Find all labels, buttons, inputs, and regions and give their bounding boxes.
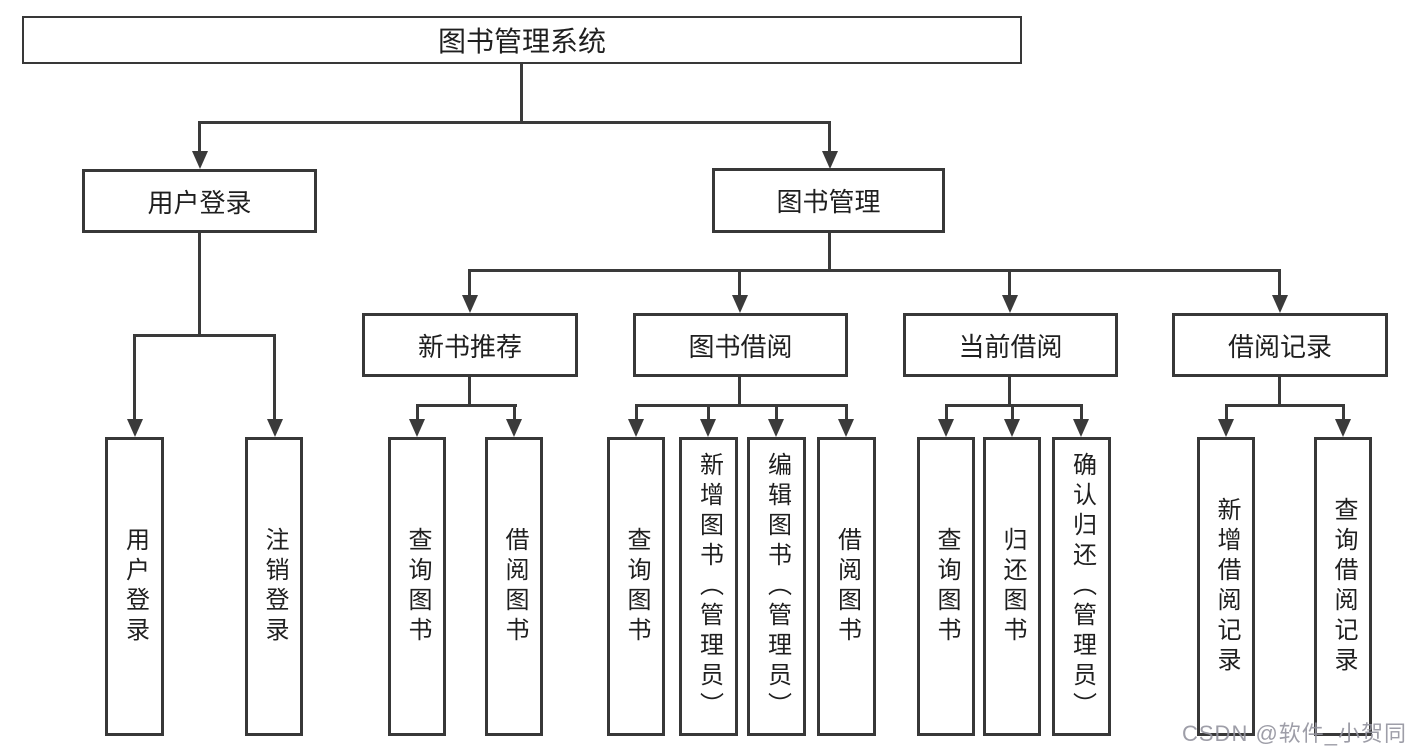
connector-drop-user-login [198,121,201,155]
leaf-query-borrow-record: 查询借阅记录 [1314,437,1372,736]
leaf-query-borrow-record-label: 查询借阅记录 [1330,496,1357,677]
connector-borrow-record-branch [1225,404,1344,407]
node-borrow-record: 借阅记录 [1172,313,1388,377]
leaf-query-book-recommend: 查询图书 [388,437,446,736]
leaf-confirm-return-admin-label: 确认归还（管理员） [1068,451,1096,722]
connector-new-book-branch [416,404,517,407]
connector-drop-borrow-record [1278,269,1281,297]
node-root-label: 图书管理系统 [437,26,606,57]
node-book-borrow: 图书借阅 [633,313,848,377]
connector-root-stem [520,64,523,124]
leaf-logout-login-label: 注销登录 [261,526,288,647]
leaf-borrow-book-recommend: 借阅图书 [485,437,543,736]
leaf-edit-book-admin: 编辑图书（管理员） [747,437,806,736]
connector-drop [775,404,778,421]
arrow-down-icon [732,295,748,313]
leaf-borrow-book: 借阅图书 [817,437,876,736]
arrow-down-icon [1004,419,1020,437]
connector-user-login-branch [133,334,276,337]
leaf-user-login-label: 用户登录 [121,526,149,647]
arrow-down-icon [838,419,854,437]
node-user-login-label: 用户登录 [147,187,252,218]
watermark-text: CSDN @软件_小贺同学 [1182,721,1405,746]
arrow-down-icon [462,295,478,313]
node-book-management-label: 图书管理 [776,187,881,217]
leaf-add-book-admin-label: 新增图书（管理员） [695,451,723,722]
leaf-return-book: 归还图书 [983,437,1041,736]
arrow-down-icon [267,419,283,437]
connector-root-branch [198,121,831,124]
node-book-borrow-label: 图书借阅 [688,331,793,362]
connector-current-borrow-branch [945,404,1083,407]
node-current-borrow: 当前借阅 [903,313,1118,377]
arrow-down-icon [409,419,425,437]
node-root: 图书管理系统 [22,16,1022,64]
connector-drop [416,404,419,421]
connector-current-borrow-stem [1008,377,1011,407]
arrow-down-icon [1002,295,1018,313]
arrow-down-icon [822,151,838,169]
leaf-add-borrow-record-label: 新增借阅记录 [1213,496,1240,677]
node-new-book-recommend: 新书推荐 [362,313,578,377]
connector-drop-leaf-user-login [133,334,136,421]
arrow-down-icon [1218,419,1234,437]
leaf-logout-login: 注销登录 [245,437,303,736]
connector-drop [635,404,638,421]
arrow-down-icon [192,151,208,169]
connector-book-borrow-stem [738,377,741,407]
connector-drop [945,404,948,421]
connector-drop [707,404,710,421]
arrow-down-icon [1272,295,1288,313]
connector-drop [1080,404,1083,421]
leaf-query-book-recommend-label: 查询图书 [404,526,431,647]
node-new-book-recommend-label: 新书推荐 [417,331,522,362]
connector-drop [1225,404,1228,421]
connector-borrow-record-stem [1278,377,1281,407]
connector-drop-book-borrow [738,269,741,297]
connector-drop [1011,404,1014,421]
leaf-user-login: 用户登录 [105,437,164,736]
connector-drop-book-management [828,121,831,155]
leaf-return-book-label: 归还图书 [999,526,1026,647]
arrow-down-icon [1073,419,1089,437]
connector-book-borrow-branch [635,404,847,407]
node-current-borrow-label: 当前借阅 [958,331,1063,362]
arrow-down-icon [628,419,644,437]
arrow-down-icon [938,419,954,437]
connector-drop [845,404,848,421]
arrow-down-icon [768,419,784,437]
leaf-query-book-current-label: 查询图书 [933,526,960,647]
connector-new-book-stem [468,377,471,407]
arrow-down-icon [506,419,522,437]
arrow-down-icon [700,419,716,437]
leaf-confirm-return-admin: 确认归还（管理员） [1052,437,1111,736]
node-borrow-record-label: 借阅记录 [1227,331,1332,362]
leaf-add-book-admin: 新增图书（管理员） [679,437,738,736]
arrow-down-icon [127,419,143,437]
connector-book-management-stem [828,233,831,272]
connector-user-login-stem [198,233,201,337]
leaf-add-borrow-record: 新增借阅记录 [1197,437,1255,736]
leaf-query-book-current: 查询图书 [917,437,975,736]
leaf-borrow-book-recommend-label: 借阅图书 [501,526,528,647]
connector-drop [1342,404,1345,421]
connector-drop [513,404,516,421]
connector-drop-current-borrow [1008,269,1011,297]
leaf-query-book-borrow-label: 查询图书 [623,526,650,647]
leaf-edit-book-admin-label: 编辑图书（管理员） [763,451,791,722]
node-user-login: 用户登录 [82,169,317,233]
arrow-down-icon [1335,419,1351,437]
leaf-borrow-book-label: 借阅图书 [833,526,861,647]
connector-book-management-branch [468,269,1281,272]
connector-drop-leaf-logout [273,334,276,421]
connector-drop-new-book [468,269,471,297]
leaf-query-book-borrow: 查询图书 [607,437,665,736]
node-book-management: 图书管理 [712,168,945,233]
